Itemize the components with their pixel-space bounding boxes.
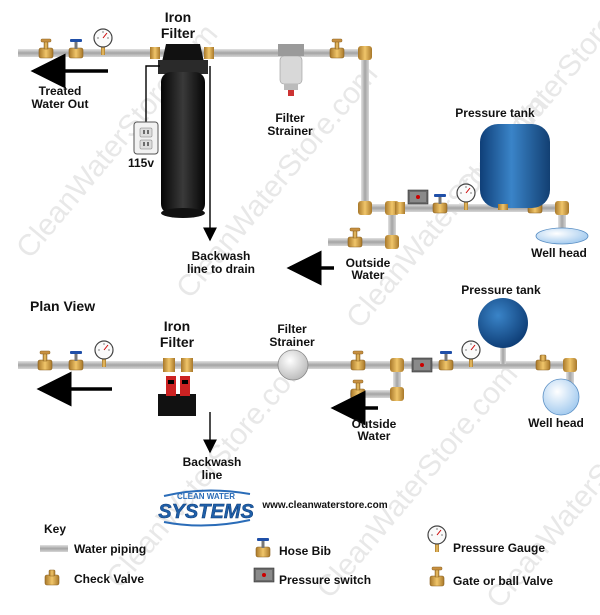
plan-well-head-label: Well head	[528, 416, 584, 430]
filter-strainer-icon	[278, 44, 304, 96]
pressure-tank-label: Pressure tank	[455, 106, 535, 120]
iron-filter-tank	[158, 44, 208, 218]
well-head-icon	[535, 227, 589, 245]
elbow-fitting	[358, 46, 372, 60]
elbow-fitting	[385, 235, 399, 249]
plan-outside-pipe	[350, 390, 400, 398]
fitting	[150, 47, 160, 59]
check-valve-icon	[535, 354, 551, 371]
ball-valve-icon	[429, 566, 445, 587]
key-pressure-switch-label: Pressure switch	[279, 573, 371, 587]
fitting	[204, 47, 214, 59]
hose-bib-icon	[68, 350, 84, 371]
ball-valve-icon	[347, 227, 363, 248]
key-gate-valve-label: Gate or ball Valve	[453, 574, 553, 588]
plan-pressure-tank	[478, 298, 528, 348]
key-title: Key	[44, 522, 66, 536]
key-hose-bib-label: Hose Bib	[279, 544, 331, 558]
website-url: www.cleanwaterstore.com	[261, 500, 387, 511]
fitting	[163, 358, 175, 372]
plan-iron-filter-label-line1: Iron	[164, 318, 190, 334]
hose-bib-icon	[255, 537, 271, 558]
top-well-drop	[558, 208, 566, 234]
ball-valve-icon	[350, 350, 366, 371]
ball-valve-icon	[37, 350, 53, 371]
fitting	[395, 202, 405, 214]
filter-strainer-label-line2: Strainer	[267, 124, 313, 138]
outside-water-label-line1: Outside	[346, 256, 391, 270]
top-outside-riser	[388, 208, 396, 244]
pressure-switch-icon	[253, 567, 275, 583]
water-piping-icon	[40, 545, 68, 552]
outlet-voltage-label: 115v	[128, 156, 154, 170]
key-pressure-gauge-label: Pressure Gauge	[453, 541, 545, 555]
pressure-switch-icon	[411, 357, 433, 373]
plan-filter-strainer-label-line1: Filter	[277, 322, 307, 336]
plan-backwash-label-line1: Backwash	[183, 455, 242, 469]
backwash-label-line1: Backwash	[192, 249, 251, 263]
plan-filter-strainer-icon	[277, 349, 309, 381]
hose-bib-icon	[68, 38, 84, 59]
filter-strainer-label-line1: Filter	[275, 111, 305, 125]
key-check-valve-label: Check Valve	[74, 572, 144, 586]
power-cord	[145, 65, 160, 124]
fitting	[181, 358, 193, 372]
electrical-outlet-icon	[133, 121, 159, 155]
elbow-fitting	[555, 201, 569, 215]
logo-main-text: SYSTEMS	[158, 501, 254, 523]
plan-outside-water-label-line1: Outside	[352, 417, 397, 431]
key-water-piping-label: Water piping	[74, 542, 146, 556]
plan-tank-stub	[500, 340, 506, 364]
legend-key: Key Water piping Check Valve Hose Bib Pr…	[40, 522, 553, 588]
clean-water-systems-logo: CLEAN WATER SYSTEMS	[158, 489, 255, 527]
plan-pressure-tank-label: Pressure tank	[461, 283, 541, 297]
iron-filter-label-line2: Filter	[161, 25, 196, 41]
ball-valve-icon	[329, 38, 345, 59]
top-view: Iron Filter 115v Backwash line to drain …	[18, 9, 589, 286]
elbow-fitting	[358, 201, 372, 215]
plan-well-drop	[566, 364, 574, 386]
plan-iron-filter-label-line2: Filter	[160, 334, 195, 350]
hose-bib-icon	[438, 350, 454, 371]
iron-filter-head	[158, 376, 196, 416]
logo-top-text: CLEAN WATER	[177, 492, 235, 501]
plan-backwash-label-line2: line	[202, 468, 223, 482]
hose-bib-icon	[432, 193, 448, 214]
treated-water-label-line2: Water Out	[32, 97, 89, 111]
check-valve-icon	[44, 569, 60, 586]
ball-valve-icon	[350, 379, 366, 400]
pressure-tank	[480, 124, 550, 210]
plan-filter-strainer-label-line2: Strainer	[269, 335, 315, 349]
plan-outside-riser	[393, 364, 401, 396]
pressure-switch-icon	[407, 189, 429, 205]
top-riser-pipe	[361, 52, 369, 212]
iron-filter-label-line1: Iron	[165, 9, 191, 25]
svg-text:CleanWaterStore.com: CleanWaterStore.com	[310, 358, 524, 604]
elbow-fitting	[563, 358, 577, 372]
backwash-label-line2: line to drain	[187, 262, 255, 276]
ball-valve-icon	[38, 38, 54, 59]
pressure-gauge-icon	[427, 525, 447, 553]
elbow-fitting	[390, 387, 404, 401]
well-head-label: Well head	[531, 246, 587, 260]
plan-view: Plan View Iron Filter B	[18, 283, 584, 482]
plan-well-head-icon	[542, 378, 580, 416]
tee-fitting	[390, 358, 404, 372]
outside-water-label-line2: Water	[352, 268, 385, 282]
plan-view-title: Plan View	[30, 298, 95, 314]
plan-outside-water-label-line2: Water	[358, 429, 391, 443]
treated-water-label-line1: Treated	[39, 84, 82, 98]
